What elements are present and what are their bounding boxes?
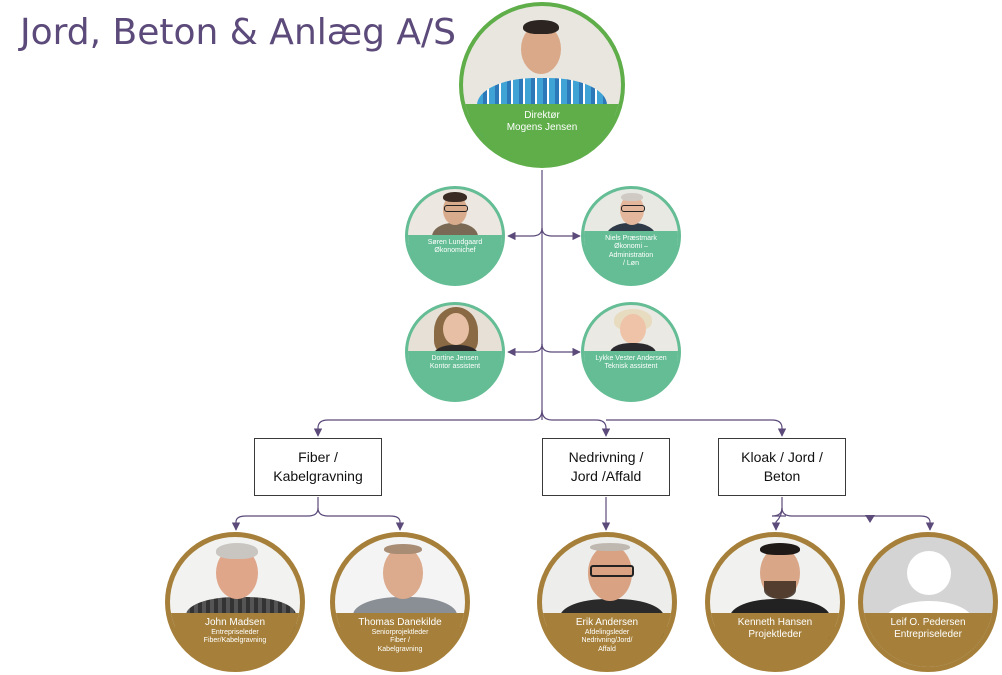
department-line: Beton	[763, 468, 801, 484]
manager-label: Thomas Danekilde Seniorprojektleder Fibe…	[335, 613, 465, 667]
manager-role: Affald	[598, 645, 616, 653]
manager-role: Fiber/Kabelgravning	[203, 637, 267, 645]
manager-label: Kenneth Hansen Projektleder	[710, 613, 840, 667]
manager-node: Kenneth Hansen Projektleder	[705, 532, 845, 672]
manager-role: Projektleder	[748, 629, 802, 640]
manager-name: Erik Andersen	[575, 617, 639, 628]
manager-role: Fiber /	[390, 637, 410, 645]
staff-role: Økonomichef	[434, 247, 476, 255]
manager-role: Afdelingsleder	[584, 629, 630, 636]
manager-role: Entrepriseleder	[211, 629, 259, 636]
department-box: Fiber / Kabelgravning	[254, 438, 382, 496]
manager-node: Thomas Danekilde Seniorprojektleder Fibe…	[330, 532, 470, 672]
department-line: Kloak / Jord /	[741, 449, 823, 466]
staff-node: Søren Lundgaard Økonomichef	[405, 186, 505, 286]
manager-node: John Madsen Entrepriseleder Fiber/Kabelg…	[165, 532, 305, 672]
staff-name: Dortine Jensen	[431, 355, 479, 362]
staff-label: Søren Lundgaard Økonomichef	[408, 235, 502, 283]
manager-name: Thomas Danekilde	[358, 617, 442, 628]
manager-name: Leif O. Pedersen	[890, 617, 966, 628]
department-line: Jord /Affald	[570, 468, 642, 484]
page-title: Jord, Beton & Anlæg A/S	[20, 12, 457, 53]
staff-name: Niels Præstmark	[605, 235, 657, 242]
manager-label: John Madsen Entrepriseleder Fiber/Kabelg…	[170, 613, 300, 667]
manager-role: Kabelgravning	[377, 645, 423, 653]
department-line: Fiber /	[298, 449, 338, 466]
manager-name: Kenneth Hansen	[737, 617, 813, 628]
department-box: Kloak / Jord / Beton	[718, 438, 846, 496]
staff-label: Lykke Vester Andersen Teknisk assistent	[584, 351, 678, 399]
manager-node: Leif O. Pedersen Entrepriseleder	[858, 532, 998, 672]
staff-label: Dortine Jensen Kontor assistent	[408, 351, 502, 399]
staff-role: Økonomi –	[614, 243, 648, 251]
staff-role: Teknisk assistent	[604, 363, 658, 371]
staff-role: Administration	[608, 251, 654, 259]
staff-node: Lykke Vester Andersen Teknisk assistent	[581, 302, 681, 402]
director-node: Direktør Mogens Jensen	[459, 2, 625, 168]
director-name: Mogens Jensen	[506, 122, 578, 133]
staff-node: Niels Præstmark Økonomi – Administration…	[581, 186, 681, 286]
manager-label: Erik Andersen Afdelingsleder Nedrivning/…	[542, 613, 672, 667]
manager-role: Entrepriseleder	[894, 629, 962, 640]
department-line: Kabelgravning	[273, 468, 363, 484]
staff-name: Søren Lundgaard	[427, 239, 483, 246]
department-box: Nedrivning / Jord /Affald	[542, 438, 670, 496]
director-role: Direktør	[524, 110, 560, 121]
staff-role: Kontor assistent	[429, 363, 481, 371]
staff-role: / Løn	[623, 260, 639, 268]
manager-role: Seniorprojektleder	[371, 629, 429, 636]
manager-node: Erik Andersen Afdelingsleder Nedrivning/…	[537, 532, 677, 672]
staff-name: Lykke Vester Andersen	[595, 355, 667, 362]
manager-role: Nedrivning/Jord/	[581, 637, 633, 645]
department-line: Nedrivning /	[568, 449, 644, 466]
manager-name: John Madsen	[204, 617, 266, 628]
staff-label: Niels Præstmark Økonomi – Administration…	[584, 231, 678, 283]
director-label: Direktør Mogens Jensen	[463, 104, 621, 164]
manager-label: Leif O. Pedersen Entrepriseleder	[863, 613, 993, 667]
staff-node: Dortine Jensen Kontor assistent	[405, 302, 505, 402]
